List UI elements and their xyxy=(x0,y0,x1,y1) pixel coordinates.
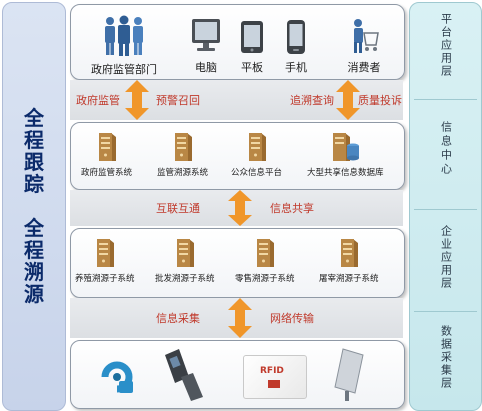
layer-divider xyxy=(414,311,477,312)
server-icon xyxy=(340,239,358,267)
layer-label-enterprise: 企业应用层 xyxy=(439,225,453,290)
layer-label-info-center: 信息中心 xyxy=(439,121,453,177)
double-arrow-icon xyxy=(125,80,149,120)
layer-divider xyxy=(414,209,477,210)
consumer-label: 消费者 xyxy=(347,61,381,74)
handheld-scanner-icon xyxy=(165,349,203,401)
info-center-item: 大型共享信息数据库 xyxy=(307,131,384,178)
layer-label-platform: 平台应用层 xyxy=(439,13,453,78)
people-icon xyxy=(105,15,143,56)
tablet-item: 平板 xyxy=(239,19,265,75)
info-center-box: 政府监管系统 监管溯源系统 公众信息平台 大型共享信息数据库 xyxy=(70,122,405,190)
server-icon xyxy=(98,133,116,161)
flow1-left-b-label: 预警召回 xyxy=(156,94,200,107)
layer-divider xyxy=(414,99,477,100)
gov-dept-label: 政府监管部门 xyxy=(91,63,157,76)
shopper-icon xyxy=(354,19,379,53)
layer-label-data-collection: 数据采集层 xyxy=(439,325,453,390)
computer-item: 电脑 xyxy=(189,17,223,75)
flow3-left-label: 信息采集 xyxy=(156,312,200,325)
rfid-card-icon: RFID xyxy=(243,355,307,399)
enterprise-item: 屠宰溯源子系统 xyxy=(319,237,379,284)
layer-label-band: 平台应用层 信息中心 企业应用层 数据采集层 xyxy=(409,2,482,411)
database-server-icon xyxy=(333,133,360,161)
server-icon xyxy=(256,239,274,267)
server-icon xyxy=(96,239,114,267)
phone-icon xyxy=(287,20,305,54)
flow1-right-a-label: 追溯查询 xyxy=(290,94,334,107)
enterprise-item: 批发溯源子系统 xyxy=(155,237,215,284)
computer-icon xyxy=(192,19,220,51)
data-collection-box: RFID xyxy=(70,340,405,409)
flow-band-1: 政府监管 预警召回 追溯查询 质量投诉 xyxy=(70,80,403,120)
double-arrow-icon xyxy=(228,190,252,226)
left-title-bottom: 全 程 溯 源 xyxy=(24,216,44,306)
ear-tag-icon xyxy=(101,361,133,393)
tablet-label: 平板 xyxy=(241,61,263,74)
left-title-top: 全 程 跟 踪 xyxy=(24,106,44,196)
server-icon xyxy=(248,133,266,161)
double-arrow-icon xyxy=(336,80,360,120)
platform-layer-box: 政府监管部门 电脑 平板 手机 xyxy=(70,4,405,80)
flow1-left-a-label: 政府监管 xyxy=(76,94,120,107)
gov-dept-item: 政府监管部门 xyxy=(91,15,157,77)
enterprise-item: 养殖溯源子系统 xyxy=(75,237,135,284)
info-center-item: 监管溯源系统 xyxy=(157,131,208,178)
left-title-band: 全 程 跟 踪 全 程 溯 源 xyxy=(2,2,66,411)
flow2-left-label: 互联互通 xyxy=(156,202,200,215)
info-center-item: 公众信息平台 xyxy=(231,131,282,178)
flow3-right-label: 网络传输 xyxy=(270,312,314,325)
consumer-item: 消费者 xyxy=(346,17,382,75)
server-icon xyxy=(174,133,192,161)
flow1-right-b-label: 质量投诉 xyxy=(358,94,402,107)
server-icon xyxy=(176,239,194,267)
flow-band-3: 信息采集 网络传输 xyxy=(70,298,403,338)
antenna-reader-icon xyxy=(334,348,364,401)
double-arrow-icon xyxy=(228,298,252,338)
computer-label: 电脑 xyxy=(195,61,217,74)
enterprise-layer-box: 养殖溯源子系统 批发溯源子系统 零售溯源子系统 屠宰溯源子系统 xyxy=(70,228,405,298)
phone-item: 手机 xyxy=(285,19,307,75)
enterprise-item: 零售溯源子系统 xyxy=(235,237,295,284)
flow2-right-label: 信息共享 xyxy=(270,202,314,215)
phone-label: 手机 xyxy=(285,61,307,74)
flow-band-2: 互联互通 信息共享 xyxy=(70,190,403,226)
info-center-item: 政府监管系统 xyxy=(81,131,132,178)
tablet-icon xyxy=(241,21,263,53)
